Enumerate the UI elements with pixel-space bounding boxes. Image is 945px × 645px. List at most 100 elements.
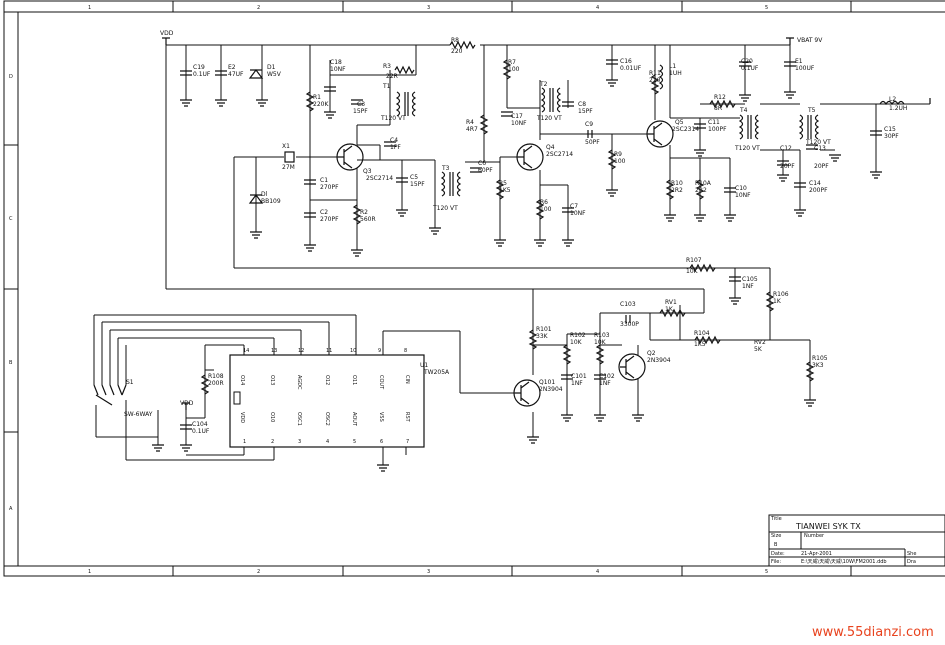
component-labels: C19 0.1UF E2 47UF D1 W5V C18 10NF R1 220… <box>124 37 907 435</box>
drawn-label: Dra <box>907 559 916 565</box>
svg-text:S1: S1 <box>126 379 134 386</box>
val-c2: 270PF <box>320 216 339 223</box>
ref-r107: R107 <box>686 257 702 264</box>
svg-text:C12: C12 <box>780 145 792 152</box>
ic-pin-vss: VSS <box>378 412 384 422</box>
val-c1: 270PF <box>320 184 339 191</box>
ref-u1: U1 <box>420 362 428 369</box>
ic-bottom-pins: VDD O10 OSC1 OSC2 AOUT VSS RST 1 2 3 4 5… <box>239 412 410 445</box>
svg-text:10NF: 10NF <box>735 192 751 199</box>
svg-text:270PF: 270PF <box>320 216 339 223</box>
ref-r104: R104 <box>694 330 710 337</box>
ref-s1: S1 <box>126 379 134 386</box>
ref-r3: R3 <box>383 63 391 70</box>
ref-r101: R101 <box>536 326 552 333</box>
svg-text:10NF: 10NF <box>511 120 527 127</box>
svg-text:560R: 560R <box>360 216 376 223</box>
val-c15: 30PF <box>884 133 899 140</box>
col-marker-2-bottom: 2 <box>257 569 260 575</box>
col-marker-1-bottom: 1 <box>88 569 91 575</box>
svg-text:C4: C4 <box>390 137 398 144</box>
svg-text:15PF: 15PF <box>353 108 368 115</box>
ic-pin-cout: COUT <box>378 375 384 390</box>
component-symbols <box>93 37 931 472</box>
svg-text:Q3: Q3 <box>363 168 372 175</box>
svg-text:C18: C18 <box>330 59 342 66</box>
svg-text:C5: C5 <box>410 174 418 181</box>
ic-pin-num-9: 9 <box>378 348 381 354</box>
val-c16: 0.01UF <box>620 65 642 72</box>
svg-text:T120 VT: T120 VT <box>536 115 562 122</box>
svg-text:100: 100 <box>614 158 626 165</box>
val-t3: T120 VT <box>432 205 458 212</box>
svg-text:8R: 8R <box>714 105 722 112</box>
ref-l1: L1 <box>669 63 676 70</box>
val-e2: 47UF <box>228 71 244 78</box>
svg-text:R12: R12 <box>714 94 726 101</box>
val-d1: W5V <box>267 71 282 78</box>
ref-c14: C14 <box>809 180 821 187</box>
svg-text:T5: T5 <box>807 107 816 114</box>
ic-pin-aout: AOUT <box>351 412 357 427</box>
val-c105: 1NF <box>742 283 754 290</box>
svg-text:20PF: 20PF <box>780 163 795 170</box>
svg-text:220K: 220K <box>313 101 329 108</box>
row-marker-c: C <box>9 216 13 222</box>
svg-text:2SC2714: 2SC2714 <box>546 151 573 158</box>
ref-r7: R7 <box>508 59 516 66</box>
svg-text:33K: 33K <box>536 333 549 340</box>
ref-c9: C9 <box>585 121 593 128</box>
col-marker-2: 2 <box>257 5 260 11</box>
svg-text:C2: C2 <box>320 209 328 216</box>
ref-q5: Q5 <box>675 119 684 126</box>
svg-text:R106: R106 <box>773 291 789 298</box>
ref-c101: C101 <box>571 373 587 380</box>
ic-pin-o11: O11 <box>351 375 357 385</box>
svg-text:220: 220 <box>451 48 463 55</box>
ref-c105: C105 <box>742 276 758 283</box>
ref-r2: R2 <box>360 209 368 216</box>
val-r9: 100 <box>614 158 626 165</box>
ref-x1: X1 <box>282 143 290 150</box>
val-c12: 20PF <box>780 163 795 170</box>
val-c7: 10NF <box>570 210 586 217</box>
val-r3: 22R <box>386 73 398 80</box>
svg-text:R10: R10 <box>671 180 683 187</box>
val-l1: 1UH <box>669 70 682 77</box>
svg-text:0.1UF: 0.1UF <box>193 71 211 78</box>
ref-r11: R11 <box>649 70 661 77</box>
ic-pin-rst: RST <box>404 412 410 423</box>
row-marker-d: D <box>9 74 13 80</box>
svg-text:C7: C7 <box>570 203 578 210</box>
svg-text:R8: R8 <box>451 37 459 44</box>
svg-text:C17: C17 <box>511 113 523 120</box>
svg-text:27M: 27M <box>282 164 295 171</box>
val-r6: 100 <box>540 206 552 213</box>
number-label: Number <box>804 533 825 539</box>
ic-pin-num-1: 1 <box>243 439 246 445</box>
ic-pin-o12: O12 <box>324 375 330 385</box>
svg-text:R103: R103 <box>594 332 610 339</box>
ref-c102: C102 <box>599 373 615 380</box>
ref-q101: Q101 <box>539 379 555 386</box>
svg-text:60PF: 60PF <box>478 167 493 174</box>
val-q4: 2SC2714 <box>546 151 573 158</box>
size-label: Size <box>771 533 781 539</box>
val-c6: 60PF <box>478 167 493 174</box>
ref-t5: T5 <box>807 107 816 114</box>
val-c17: 10NF <box>511 120 527 127</box>
svg-text:22R: 22R <box>386 73 398 80</box>
svg-text:U1: U1 <box>420 362 428 369</box>
svg-text:C13: C13 <box>814 145 826 152</box>
val-c8: 15PF <box>578 108 593 115</box>
col-marker-4-bottom: 4 <box>596 569 599 575</box>
net-vbat: VBAT 9V <box>797 37 823 44</box>
ref-q2: Q2 <box>647 350 656 357</box>
col-marker-1: 1 <box>88 5 91 11</box>
ref-r10: R10 <box>671 180 683 187</box>
ref-c8: C8 <box>578 101 586 108</box>
ref-c17: C17 <box>511 113 523 120</box>
ref-d1: D1 <box>267 64 276 71</box>
drawing-title: TIANWEI SYK TX <box>795 522 861 531</box>
val-r4: 4R7 <box>466 126 478 133</box>
